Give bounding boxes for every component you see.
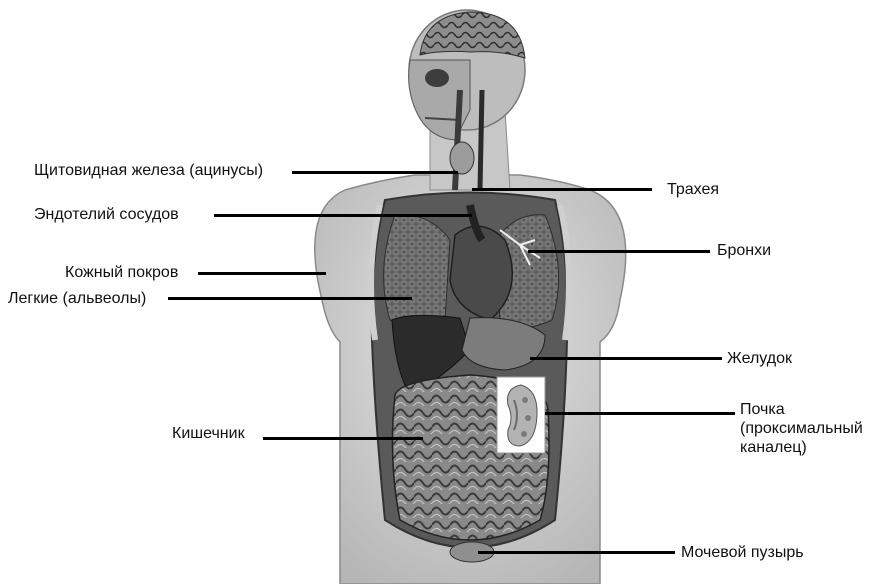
label-bronchi: Бронхи <box>717 241 771 260</box>
label-trachea: Трахея <box>667 180 719 199</box>
trachea-pointer-line <box>472 188 652 191</box>
skin-pointer-line <box>198 272 326 275</box>
label-skin: Кожный покров <box>65 263 178 282</box>
label-kidney-line3: каналец) <box>740 438 885 457</box>
intestine-pointer-line <box>263 437 423 440</box>
label-kidney-line1: Почка <box>740 400 885 419</box>
endothelium-pointer-line <box>214 214 472 217</box>
label-kidney: Почка (проксимальный каналец) <box>740 400 885 457</box>
label-thyroid: Щитовидная железа (ацинусы) <box>34 161 263 180</box>
bronchi-pointer-line <box>528 250 710 253</box>
label-intestine: Кишечник <box>172 424 245 443</box>
kidney-pointer-line <box>545 412 735 415</box>
label-lungs: Легкие (альвеолы) <box>8 289 146 308</box>
bladder-pointer-line <box>478 551 675 554</box>
label-bladder: Мочевой пузырь <box>681 543 804 562</box>
kidney-cross-section-icon <box>497 377 545 453</box>
label-kidney-line2: (проксимальный <box>740 419 885 438</box>
label-endothelium: Эндотелий сосудов <box>34 205 179 224</box>
thyroid-pointer-line <box>292 171 458 174</box>
label-stomach: Желудок <box>727 349 792 368</box>
lungs-pointer-line <box>168 297 412 300</box>
stomach-pointer-line <box>530 357 722 360</box>
